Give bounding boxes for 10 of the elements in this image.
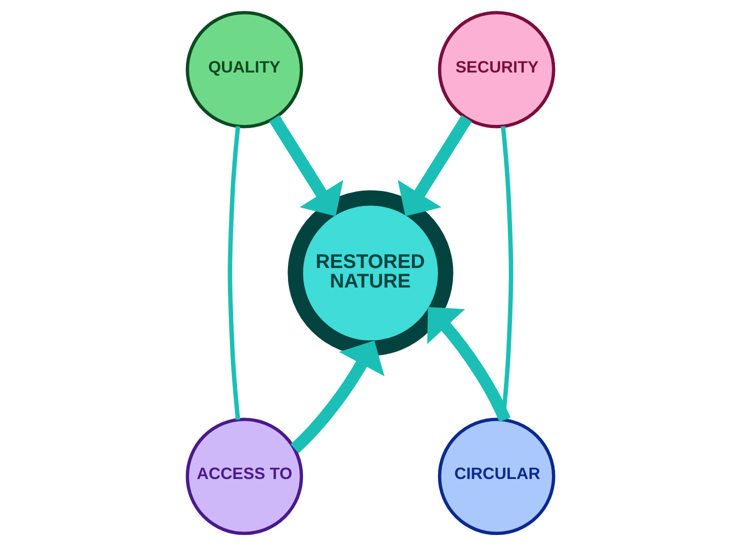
node-circle: QUALITY — [185, 10, 303, 128]
connector — [227, 126, 240, 420]
node-circle: ACCESS TO — [185, 418, 303, 536]
arrow — [268, 115, 343, 216]
node-circle: SECURITY — [437, 10, 555, 128]
arrow — [426, 307, 510, 422]
node-circle: RESTORED NATURE — [287, 190, 453, 356]
node-circle: CIRCULAR — [437, 418, 555, 536]
arrow — [290, 340, 384, 454]
arrow — [397, 115, 472, 216]
